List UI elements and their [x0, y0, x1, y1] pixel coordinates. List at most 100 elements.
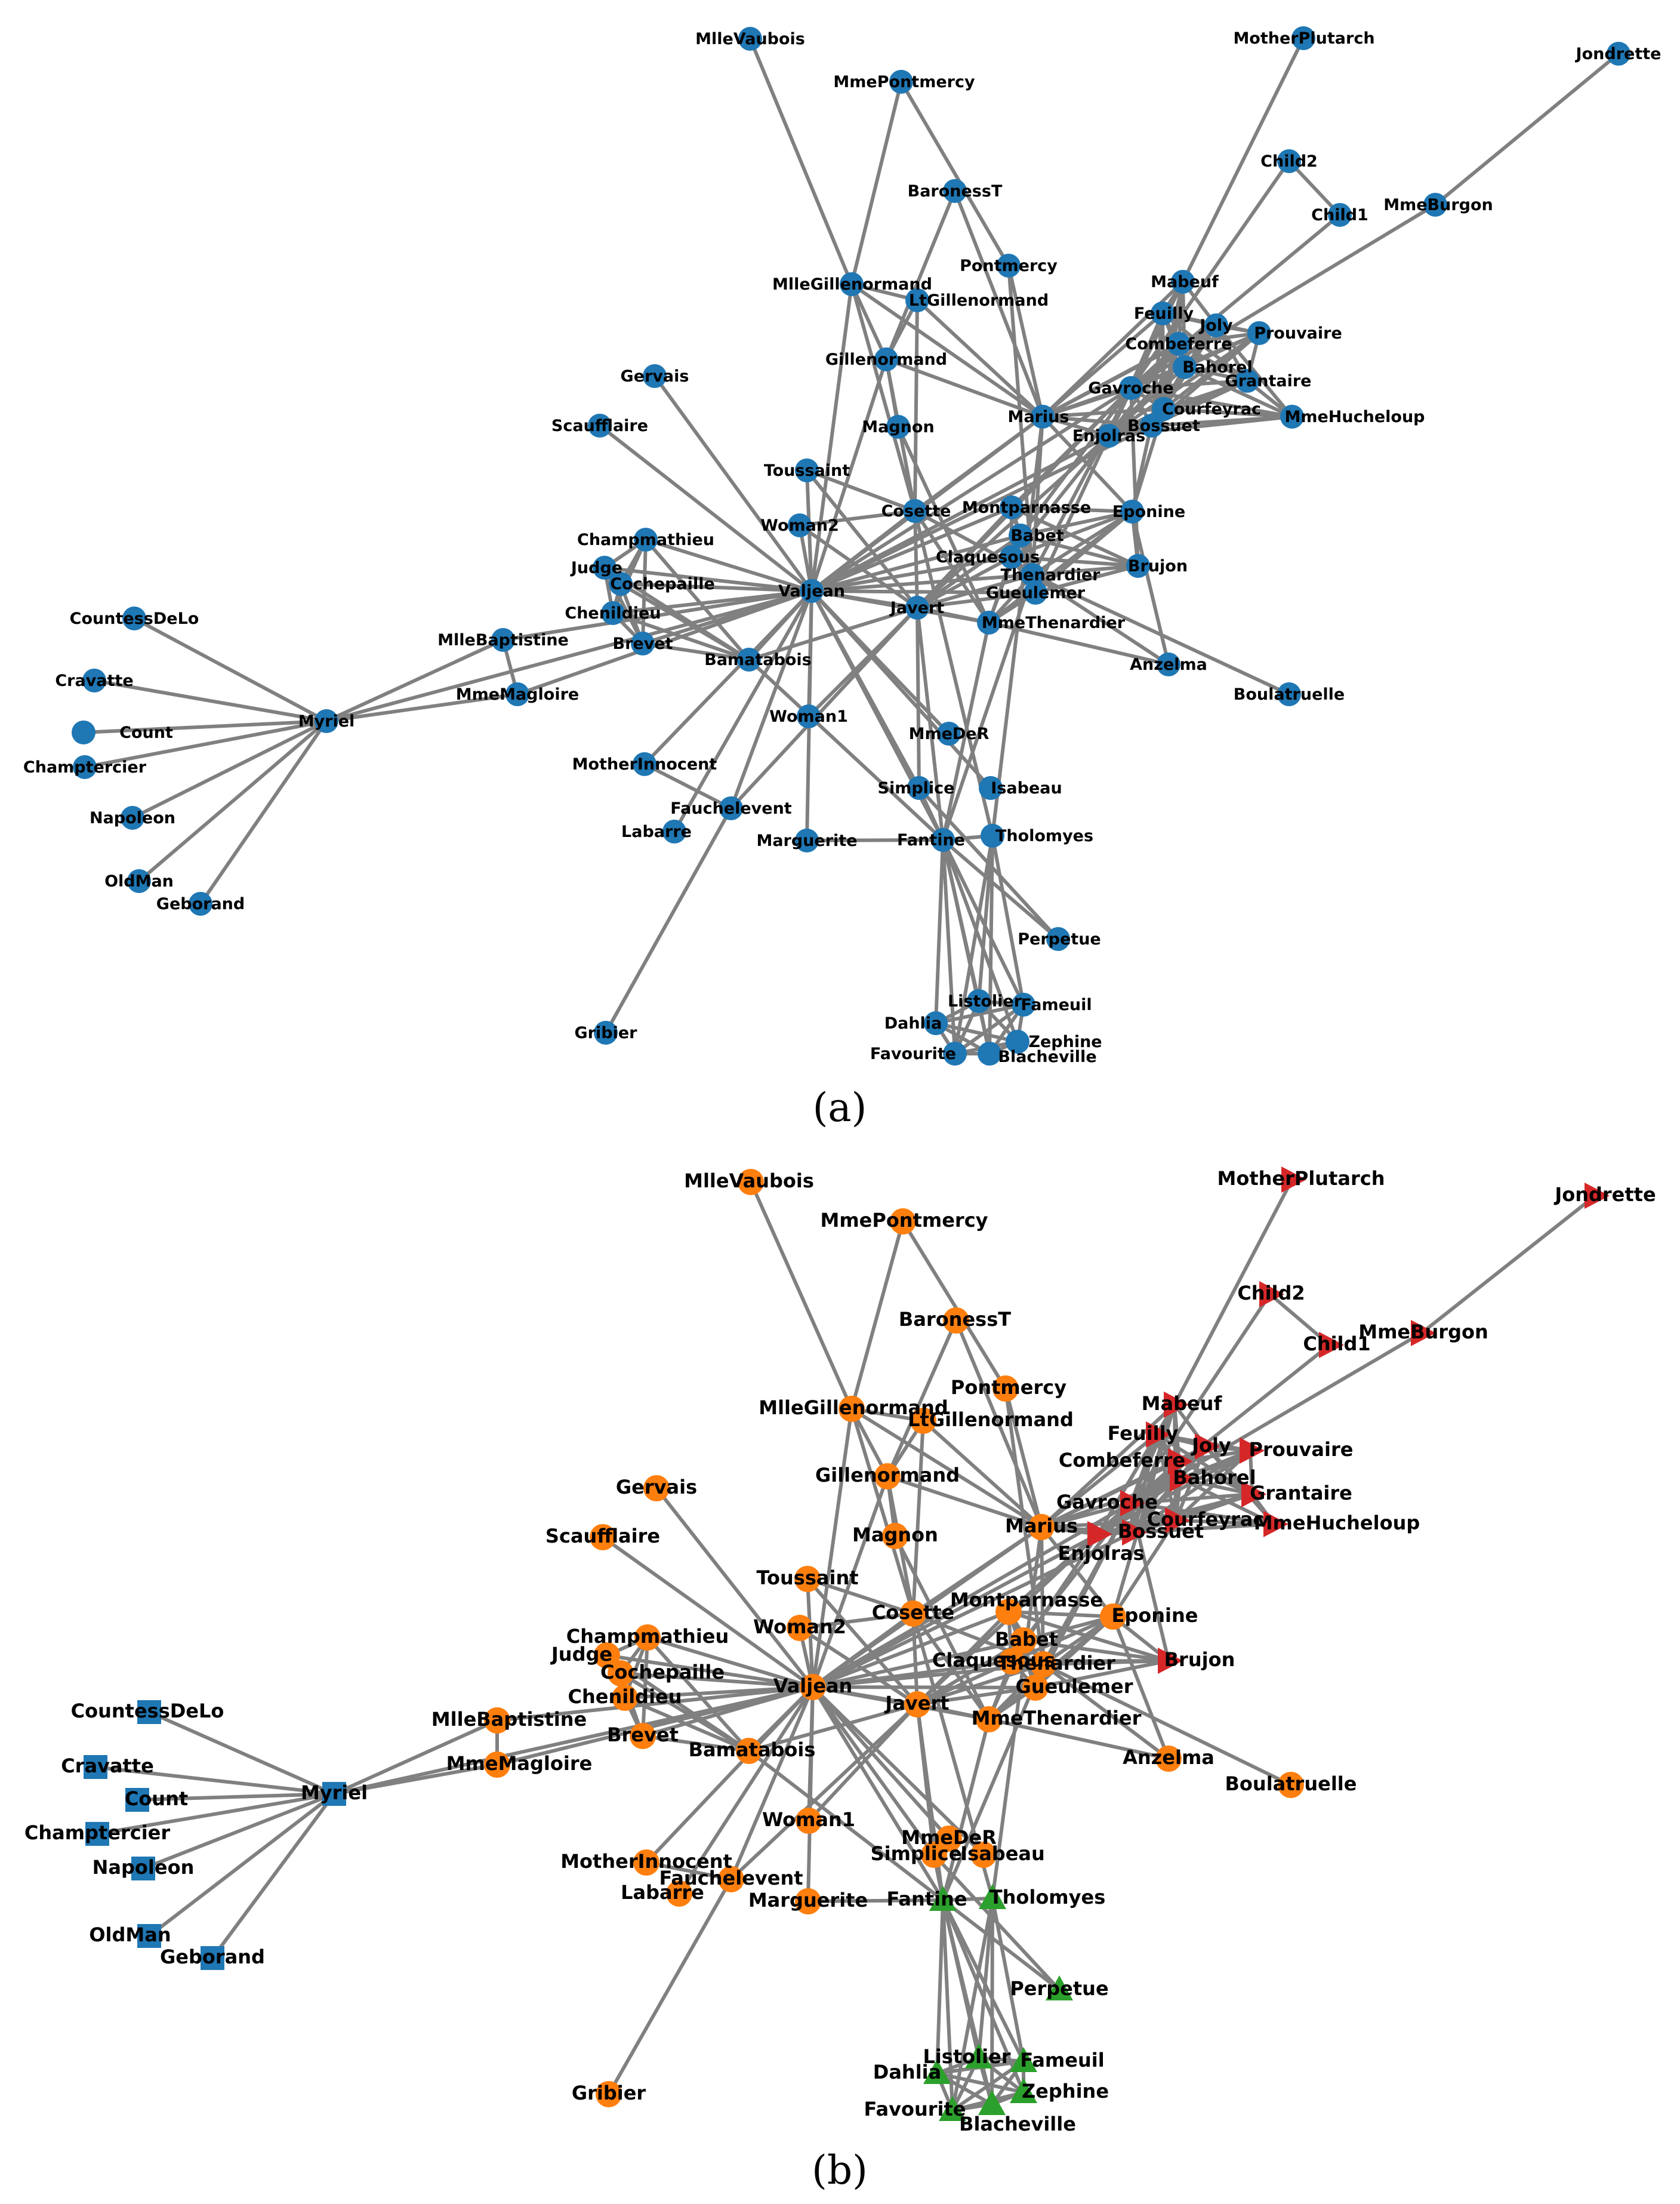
- edge-feuilly-marius: [1041, 312, 1164, 418]
- label-fameuil-b: Fameuil: [1020, 2049, 1104, 2071]
- label-thenardier-a: Thenardier: [1001, 566, 1101, 584]
- node-scaufflaire-b: [590, 1524, 616, 1550]
- node-chenildieu-a: [601, 601, 625, 625]
- node-myriel-a: [315, 709, 338, 733]
- edge-fantine-favourite: [941, 1898, 954, 2112]
- label-gueulemer-a: Gueulemer: [986, 584, 1086, 602]
- node-prouvaire-b: [1240, 1437, 1265, 1464]
- edge-grantaire-bahorel: [1179, 1477, 1254, 1496]
- edge-mme-magloire-myriel: [325, 692, 519, 723]
- node-claquesous-b: [998, 1648, 1025, 1674]
- edge-mlle-vaubois-mlle-gillenormand: [748, 37, 853, 286]
- label-tholomyes-b: Tholomyes: [989, 1886, 1106, 1909]
- edge-montparnasse-eponine: [1007, 1610, 1115, 1618]
- node-child2-b: [1259, 1281, 1284, 1307]
- edge-montparnasse-javert: [915, 506, 1013, 610]
- edge-anzelma-eponine: [1111, 1615, 1170, 1760]
- edge-cravatte-myriel: [93, 679, 328, 723]
- edge-cravatte-myriel: [94, 1765, 336, 1796]
- edge-mme-hucheloup-bahorel: [1183, 365, 1294, 418]
- label-mme-magloire-b: MmeMagloire: [446, 1752, 593, 1775]
- label-mme-pontmercy-b: MmePontmercy: [820, 1209, 988, 1232]
- node-enjolras-b: [1087, 1521, 1112, 1547]
- edge-toussaint-cosette: [805, 469, 917, 513]
- node-mother-innocent-b: [633, 1849, 659, 1876]
- edge-eponine-thenardier: [1041, 1615, 1115, 1666]
- label-courfeyrac-b: Courfeyrac: [1147, 1508, 1265, 1531]
- node-geborand-b: [201, 1946, 224, 1970]
- node-judge-a: [593, 556, 616, 580]
- label-child1-a: Child1: [1311, 206, 1368, 224]
- edge-babet-gavroche: [1019, 386, 1133, 537]
- edge-woman1-javert: [807, 1703, 919, 1823]
- label-scaufflaire-a: Scaufflaire: [551, 417, 648, 435]
- label-bossuet-a: Bossuet: [1127, 417, 1200, 435]
- edge-lt-gillenormand-cosette: [913, 298, 919, 513]
- label-marguerite-a: Marguerite: [756, 832, 857, 850]
- node-prouvaire-a: [1247, 321, 1271, 345]
- node-woman1-a: [797, 704, 821, 728]
- node-favourite-a: [943, 1042, 967, 1066]
- label-mme-pontmercy-a: MmePontmercy: [833, 73, 975, 91]
- edge-feuilly-marius: [1040, 1433, 1158, 1529]
- edge-babet-valjean: [810, 534, 1022, 593]
- node-joly-a: [1204, 313, 1228, 337]
- node-child2-a: [1277, 149, 1301, 173]
- edge-old-man-myriel: [137, 719, 328, 883]
- node-magnon-a: [886, 415, 910, 439]
- edge-gribier-fauchelevent: [607, 1877, 733, 2096]
- edge-montparnasse-gavroche: [1007, 1501, 1133, 1614]
- label-marguerite-b: Marguerite: [748, 1889, 868, 1911]
- edge-marius-valjean: [811, 1525, 1043, 1689]
- panel-b: MlleVauboisMmePontmercyMotherPlutarchJon…: [24, 1166, 1656, 2193]
- label-mother-plutarch-b: MotherPlutarch: [1217, 1167, 1385, 1190]
- label-joly-b: Joly: [1191, 1434, 1231, 1457]
- edge-babet-javert: [915, 534, 1022, 610]
- edge-fauchelevent-javert: [729, 1703, 919, 1881]
- node-grantaire-b: [1241, 1481, 1266, 1507]
- label-bossuet-b: Bossuet: [1118, 1520, 1204, 1543]
- edge-marius-mlle-gillenormand: [850, 282, 1044, 418]
- label-fauchelevent-a: Fauchelevent: [670, 799, 792, 818]
- label-dahlia-b: Dahlia: [873, 2061, 941, 2083]
- edge-mother-plutarch-mabeuf: [1173, 1178, 1294, 1406]
- edge-mlle-gillenormand-gillenormand: [850, 282, 888, 361]
- label-joly-a: Joly: [1198, 316, 1233, 335]
- node-gueulemer-a: [1024, 581, 1047, 605]
- label-baroness-t-a: BaronessT: [908, 182, 1003, 201]
- node-blacheville-b: [978, 2090, 1006, 2115]
- node-napoleon-b: [131, 1857, 155, 1880]
- label-fantine-a: Fantine: [897, 831, 965, 849]
- label-mlle-vaubois-a: MlleVaubois: [695, 30, 805, 48]
- edge-magnon-mme-thenardier: [896, 425, 991, 624]
- node-lt-gillenormand-b: [910, 1408, 936, 1434]
- label-magnon-b: Magnon: [852, 1523, 938, 1546]
- edge-mlle-gillenormand-valjean: [811, 1407, 853, 1689]
- node-toussaint-b: [794, 1566, 821, 1592]
- node-grantaire-a: [1235, 369, 1259, 393]
- label-grantaire-a: Grantaire: [1225, 372, 1312, 390]
- edge-claquesous-javert: [915, 555, 1013, 610]
- node-isabeau-b: [970, 1842, 997, 1868]
- edge-claquesous-valjean: [810, 555, 1013, 593]
- node-combeferre-a: [1167, 332, 1191, 356]
- edge-child2-child1: [1287, 159, 1342, 217]
- label-brujon-b: Brujon: [1164, 1648, 1235, 1671]
- label-valjean-a: Valjean: [778, 582, 845, 601]
- label-champmathieu-a: Champmathieu: [577, 531, 714, 549]
- node-mlle-gillenormand-b: [839, 1396, 865, 1422]
- label-mme-thenardier-b: MmeThenardier: [972, 1707, 1142, 1729]
- edge-isabeau-valjean: [811, 1685, 985, 1857]
- edge-gervais-valjean: [653, 374, 813, 593]
- label-mme-burgon-b: MmeBurgon: [1358, 1320, 1488, 1343]
- edge-fantine-valjean: [811, 1685, 945, 1902]
- edge-montparnasse-eponine: [1010, 506, 1134, 513]
- label-lt-gillenormand-a: LtGillenormand: [909, 291, 1049, 310]
- edge-mme-pontmercy-mlle-gillenormand: [850, 1220, 905, 1411]
- label-zephine-a: Zephine: [1028, 1033, 1102, 1051]
- label-toussaint-b: Toussaint: [756, 1566, 858, 1589]
- node-mlle-vaubois-a: [738, 27, 762, 51]
- label-judge-a: Judge: [570, 559, 622, 577]
- label-gribier-a: Gribier: [575, 1024, 638, 1042]
